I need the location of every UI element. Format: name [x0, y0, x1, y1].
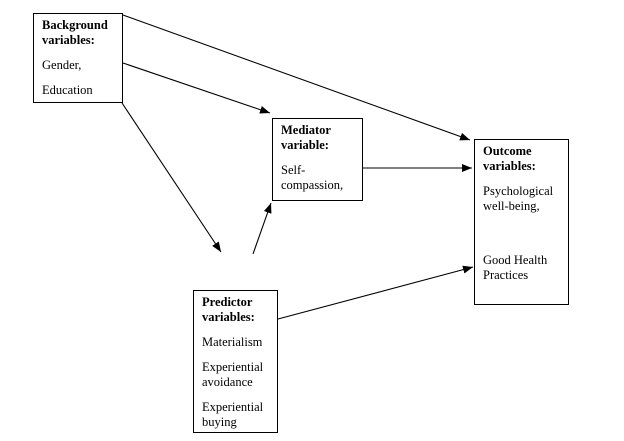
- arrow-predictor-to-mediator: [252, 202, 272, 255]
- predictor-item-materialism: Materialism: [202, 335, 263, 349]
- mediator-variable-box: Mediator variable: Self-compassion,: [272, 118, 363, 201]
- predictor-item-experiential-buying: Experiential buying: [202, 400, 264, 429]
- arrow-background-to-mediator: [122, 62, 271, 114]
- predictor-item-experiential-avoidance: Experiential avoidance: [202, 360, 264, 389]
- mediator-item-self-compassion: Self-compassion,: [281, 163, 344, 192]
- background-item-gender: Gender,: [42, 58, 82, 72]
- outcome-item-psychological-well-being: Psychological well-being,: [483, 184, 554, 213]
- outcome-box-title: Outcome variables:: [483, 144, 536, 173]
- background-variables-box: Background variables: Gender, Education: [33, 13, 123, 103]
- arrow-predictor-to-outcome: [277, 265, 474, 320]
- predictor-box-title: Predictor variables:: [202, 295, 255, 324]
- background-box-title: Background variables:: [42, 18, 108, 47]
- outcome-variables-box: Outcome variables: Psychological well-be…: [474, 139, 569, 305]
- outcome-item-good-health-practices: Good Health Practices: [483, 253, 548, 282]
- background-item-education: Education: [42, 83, 93, 97]
- mediator-box-title: Mediator variable:: [281, 123, 331, 152]
- arrow-background-to-predictor: [121, 102, 222, 253]
- predictor-variables-box: Predictor variables: Materialism Experie…: [193, 290, 278, 433]
